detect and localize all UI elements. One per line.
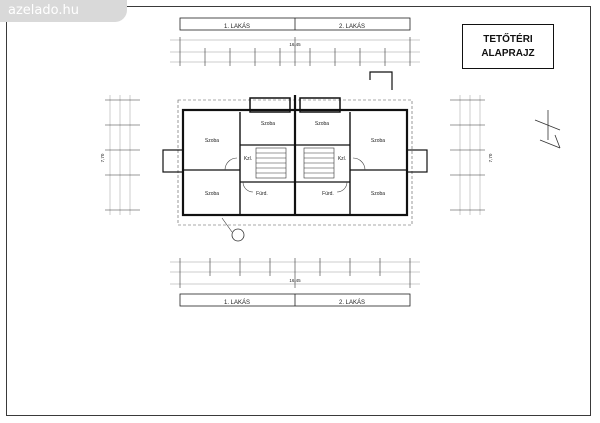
title-line-1: TETŐTÉRI <box>483 33 533 45</box>
building-walls <box>162 95 428 217</box>
door-swings <box>224 157 366 193</box>
guide-lines <box>109 39 481 285</box>
room-label-hall-left: Kzl. <box>244 156 252 162</box>
overall-dimension-top: 16,45 <box>289 42 301 47</box>
watermark: azelado.hu <box>0 0 127 22</box>
stairs <box>255 147 335 179</box>
title-block: TETŐTÉRI ALAPRAJZ <box>462 24 554 69</box>
top-unit-label-left: 1. LAKÁS <box>224 23 250 30</box>
title-line-2: ALAPRAJZ <box>481 47 535 59</box>
top-unit-band <box>179 17 411 31</box>
room-label-lower-right: Szoba <box>371 191 385 197</box>
top-unit-label-right: 2. LAKÁS <box>339 23 365 30</box>
top-dimension-ticks <box>179 37 411 66</box>
room-label-lower-left: Szoba <box>205 191 219 197</box>
room-label-bath-left: Fürd. <box>256 191 268 197</box>
bottom-unit-band <box>179 293 411 307</box>
room-label-upper-left: Szoba <box>205 138 219 144</box>
right-height-dimension: 7,70 <box>488 153 493 162</box>
side-dimension-ticks <box>105 99 485 211</box>
overall-dimension-bottom: 16,45 <box>289 278 301 283</box>
north-arrow-icon <box>534 110 561 149</box>
room-label-hall-right: Kzl. <box>338 156 346 162</box>
room-label-upper-center-right: Szoba <box>315 121 329 127</box>
room-label-upper-center-left: Szoba <box>261 121 275 127</box>
room-label-upper-right: Szoba <box>371 138 385 144</box>
bottom-unit-label-right: 2. LAKÁS <box>339 299 365 306</box>
bottom-dimension-ticks <box>179 258 411 288</box>
bottom-unit-label-left: 1. LAKÁS <box>224 299 250 306</box>
left-height-dimension: 7,70 <box>100 153 105 162</box>
section-callout <box>231 228 245 242</box>
room-label-bath-right: Fürd. <box>322 191 334 197</box>
drawing-sheet <box>6 6 591 416</box>
roof-marker-symbol <box>369 71 393 90</box>
